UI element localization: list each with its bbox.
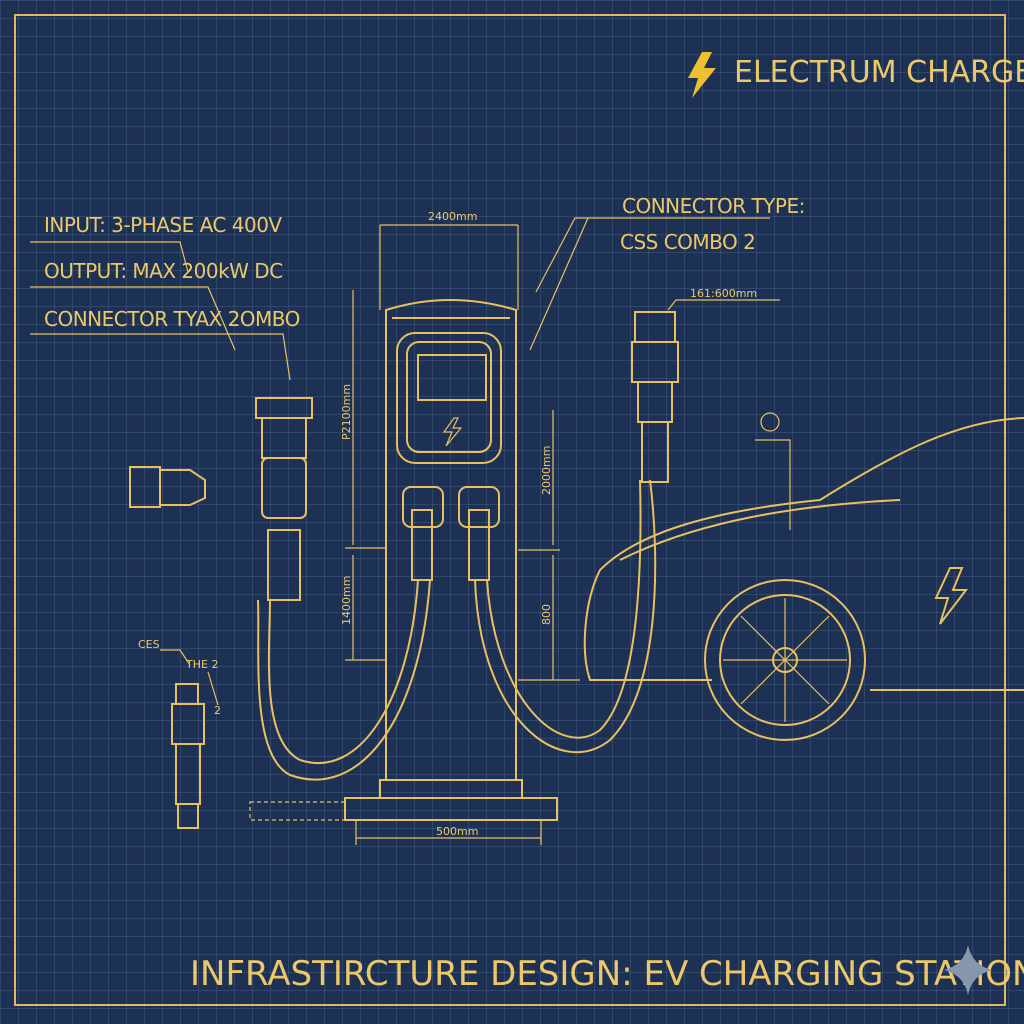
two-label: 2 [214, 704, 221, 717]
dim-height-right-upper: 2000mm [540, 446, 553, 495]
dim-connector-right: 161:600mm [690, 287, 757, 300]
ces-label: CES [138, 638, 160, 651]
dim-width-top: 2400mm [428, 210, 477, 223]
brand-name: ELECTRUM CHARGE [734, 55, 1024, 90]
dim-height-right-lower: 800 [540, 604, 553, 625]
blueprint-frame [14, 14, 1006, 1006]
connector-type-title: CONNECTOR TYPE: [622, 194, 805, 218]
output-label: OUTPUT: MAX 200kW DC [44, 259, 283, 283]
connector-plug-center [255, 397, 313, 419]
car-wheel [719, 594, 851, 726]
station-screen [417, 354, 487, 401]
input-label: INPUT: 3-PHASE AC 400V [44, 213, 282, 237]
electric-car [583, 417, 1024, 691]
car-bolt-icon [934, 567, 969, 625]
lightning-bolt-icon [688, 52, 716, 98]
sparkle-icon [944, 945, 992, 995]
station-bolt-icon [442, 417, 463, 447]
dim-height-left-lower: 1400mm [340, 576, 353, 625]
info-bolt-icon [760, 412, 780, 432]
dim-base-width: 500mm [436, 825, 478, 838]
connector-plug-small [175, 683, 199, 705]
the2-label: THE 2 [185, 658, 218, 671]
connector-plug-right [634, 311, 676, 343]
page-title: INFRASTIRCTURE DESIGN: EV CHARGING STATI… [190, 954, 1024, 994]
connector-type-value: CSS COMBO 2 [620, 230, 755, 254]
charging-station-body [385, 299, 517, 781]
connector-plug-left [129, 466, 161, 508]
dim-height-left-upper: P2100mm [340, 384, 353, 440]
connector-left-label: CONNECTOR TYAX 2OMBO [44, 307, 300, 331]
